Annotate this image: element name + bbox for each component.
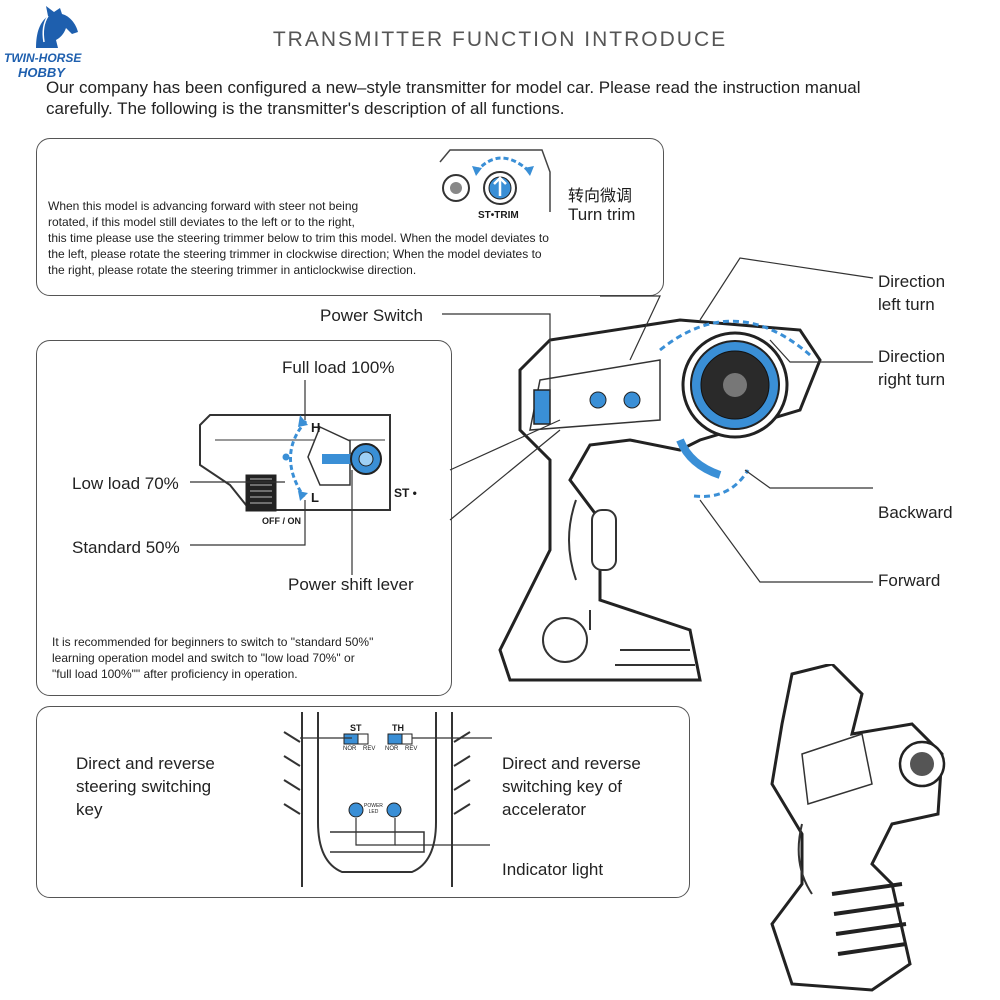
low-load-label: Low load 70% (72, 474, 179, 493)
th-nor-label: NOR (385, 746, 399, 752)
st-trim-knob-label: ST•TRIM (478, 210, 519, 221)
power-led-line-1: POWER (364, 803, 383, 809)
power-shift-illustration (199, 414, 391, 512)
steer-key-line-2: steering switching (76, 777, 212, 796)
page-title: TRANSMITTER FUNCTION INTRODUCE (272, 28, 728, 51)
standard-label: Standard 50% (72, 538, 180, 557)
trim-line-4: the left, please rotate the steering tri… (48, 247, 542, 261)
turn-trim-label: Turn trim (568, 205, 636, 224)
th-rev-label: REV (405, 746, 418, 752)
accel-key-line-1: Direct and reverse (502, 754, 641, 773)
st-switch-label: ST (350, 723, 362, 733)
direction-right-line-2: right turn (878, 370, 946, 389)
trim-line-3: this time please use the steering trimme… (48, 231, 549, 245)
st-nor-label: NOR (343, 746, 357, 752)
back-panel-illustration (283, 712, 471, 887)
note-line-2: learning operation model and switch to "… (52, 651, 355, 665)
intro-text: Our company has been configured a new–st… (46, 77, 966, 119)
shift-h-label: H (311, 420, 321, 435)
steering-switch-key-label: Direct and reverse steering switching ke… (76, 752, 215, 821)
backward-label: Backward (878, 503, 953, 522)
turn-trim-box (36, 138, 664, 296)
intro-line-1: Our company has been configured a new–st… (46, 78, 861, 97)
shift-l-label: L (311, 490, 319, 505)
transmitter-illustration (498, 318, 822, 682)
th-switch-label: TH (392, 723, 404, 733)
trim-line-1: When this model is advancing forward wit… (48, 199, 359, 213)
direction-left-line-2: left turn (878, 295, 935, 314)
transmitter-perspective-illustration (770, 664, 946, 992)
direction-right-label: Direction right turn (878, 345, 945, 391)
accel-key-line-2: switching key of (502, 777, 622, 796)
power-shift-note: It is recommended for beginners to switc… (52, 634, 442, 682)
direction-right-line-1: Direction (878, 347, 946, 366)
steer-key-line-3: key (76, 800, 103, 819)
power-shift-lever-label: Power shift lever (288, 575, 414, 594)
note-line-1: It is recommended for beginners to switc… (52, 635, 374, 649)
power-switch-label: Power Switch (320, 306, 423, 325)
power-shift-box (36, 340, 452, 696)
turn-trim-description: When this model is advancing forward wit… (48, 198, 658, 278)
turn-trim-label-zh: 转向微调 (568, 186, 633, 205)
intro-line-2: carefully. The following is the transmit… (46, 99, 565, 118)
horse-logo-icon (36, 6, 78, 48)
direction-left-label: Direction left turn (878, 270, 945, 316)
indicator-light-label: Indicator light (502, 860, 604, 879)
accelerator-switch-key-label: Direct and reverse switching key of acce… (502, 752, 641, 821)
power-led-label: POWER LED (364, 803, 383, 815)
full-load-label: Full load 100% (282, 358, 395, 377)
logo-text-line1: TWIN-HORSE (4, 51, 82, 65)
st-label: ST • (394, 486, 417, 500)
trim-line-2: rotated, if this model still deviates to… (48, 215, 355, 229)
steer-key-line-1: Direct and reverse (76, 754, 215, 773)
note-line-3: "full load 100%"" after proficiency in o… (52, 667, 298, 681)
st-rev-label: REV (363, 746, 376, 752)
trim-line-5: the right, please rotate the steering tr… (48, 263, 417, 277)
forward-label: Forward (878, 571, 941, 590)
off-on-label: OFF / ON (262, 516, 301, 526)
logo-text-line2: HOBBY (18, 65, 65, 80)
direction-left-line-1: Direction (878, 272, 946, 291)
accel-key-line-3: accelerator (502, 800, 587, 819)
power-led-line-2: LED (368, 809, 379, 815)
trim-knob-illustration (439, 149, 551, 212)
